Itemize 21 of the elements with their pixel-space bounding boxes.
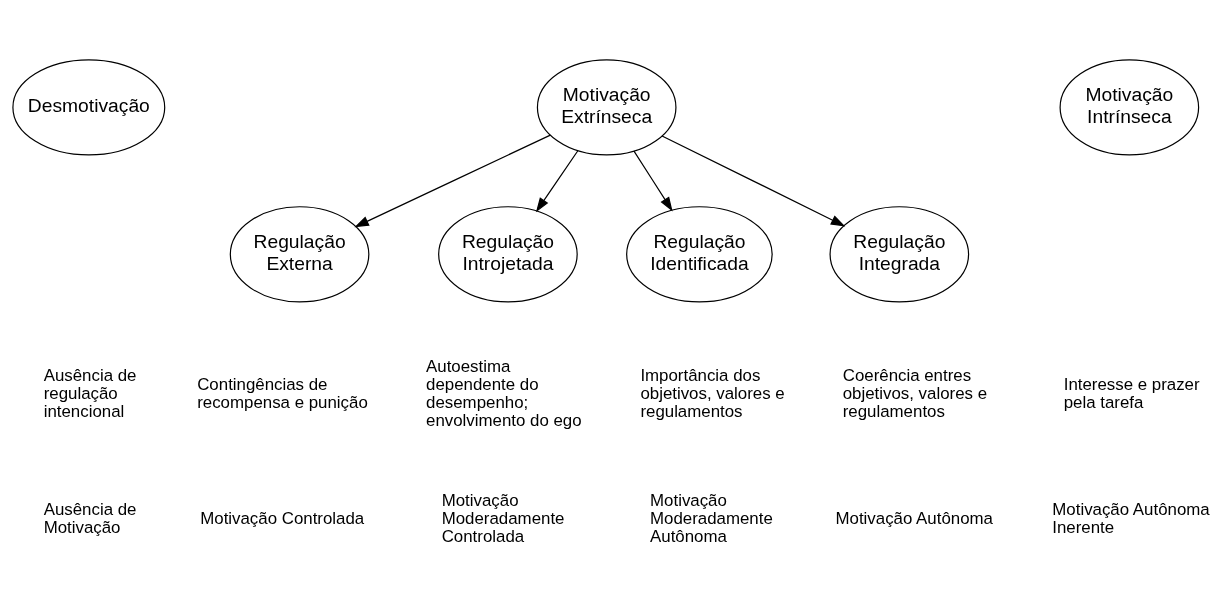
arrow [535,149,579,212]
node-ellipse: Motivação Intrínseca [1059,58,1200,156]
label: Importância dos objetivos, valores e regulamentos [640,365,785,421]
label: Interesse e prazer pela tarefa [1063,374,1200,412]
label: Motivação Controlada [200,508,365,528]
label: Contingências de recompensa e punição [197,374,368,412]
arrow [661,134,846,226]
node-ellipse: Motivação Extrínseca [536,58,677,156]
arrow [354,134,551,227]
label: Coerência entres objetivos, valores e regulamentos [842,365,988,421]
label: Motivação Moderadamente Controlada [441,490,565,546]
label: Ausência de regulação intencional [43,365,137,421]
label: Motivação Moderadamente Autônoma [650,490,773,546]
node-ellipse: Desmotivação [12,58,166,156]
node-ellipse: Regulação Introjetada [438,205,578,302]
label: Autoestima dependente do desempenho; envolvimento do ego [426,356,582,430]
arrow [633,150,673,211]
label: Motivação Autônoma Inerente [1052,499,1210,537]
label: Ausência de Motivação [43,499,137,537]
label: Motivação Autônoma [835,508,993,528]
node-ellipse: Regulação Identificada [626,205,773,302]
